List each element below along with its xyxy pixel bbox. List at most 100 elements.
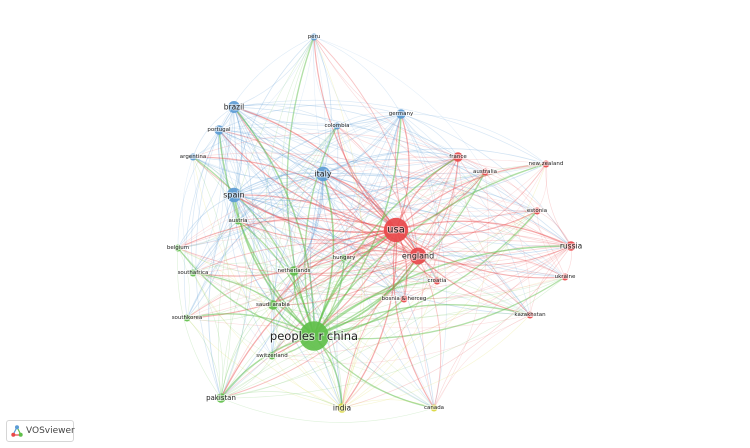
node-brazil[interactable] [228, 101, 240, 113]
label-india: india [333, 404, 351, 413]
node-croatia[interactable] [433, 277, 441, 285]
link-estonia-england [417, 210, 538, 257]
link-colombia-peoples-china [304, 125, 338, 337]
link-germany-hungary [343, 113, 402, 259]
link-colombia-netherlands [293, 125, 338, 272]
node-peoples-china[interactable] [299, 321, 329, 351]
link-new-zealand-england [417, 163, 547, 257]
link-france-kazakhstan [457, 156, 531, 316]
link-saudi-arabia-pakistan [220, 304, 274, 399]
node-austria[interactable] [234, 217, 242, 225]
link-australia-pakistan [220, 171, 486, 399]
link-colombia-saudi-arabia [272, 125, 338, 306]
link-austria-pakistan [220, 220, 247, 399]
node-usa[interactable] [383, 217, 409, 243]
node-estonia[interactable] [533, 207, 541, 215]
link-new-zealand-estonia [536, 163, 548, 212]
node-south-korea[interactable] [183, 314, 191, 322]
node-india[interactable] [337, 403, 347, 413]
label-germany: germany [389, 111, 414, 117]
link-italy-new-zealand [322, 148, 547, 175]
node-pakistan[interactable] [216, 393, 226, 403]
link-australia-kazakhstan [484, 171, 531, 316]
link-ukraine-pakistan [220, 276, 566, 399]
link-brazil-france [233, 103, 459, 158]
link-new-zealand-hungary [343, 163, 547, 259]
node-colombia[interactable] [333, 122, 341, 130]
node-bosnia[interactable] [400, 295, 408, 303]
link-switzerland-pakistan [220, 355, 273, 399]
link-brazil-ukraine [233, 106, 566, 278]
link-south-africa-switzerland [192, 272, 273, 357]
link-south-korea-india [186, 317, 343, 409]
link-peru-italy [313, 36, 332, 175]
node-canada[interactable] [430, 404, 438, 412]
link-italy-switzerland [270, 173, 324, 357]
node-south-africa[interactable] [189, 269, 197, 277]
node-switzerland[interactable] [268, 352, 276, 360]
link-brazil-england [233, 106, 419, 257]
link-switzerland-india [271, 355, 343, 409]
link-bosnia-pakistan [220, 298, 405, 399]
link-usa-india [341, 229, 398, 409]
node-peru[interactable] [310, 33, 318, 41]
link-portugal-usa [218, 129, 397, 231]
node-kazakhstan[interactable] [526, 311, 534, 319]
link-portugal-croatia [218, 129, 438, 282]
link-portugal-switzerland [218, 129, 275, 357]
node-spain[interactable] [226, 187, 242, 203]
node-netherlands[interactable] [289, 266, 299, 276]
node-russia[interactable] [566, 241, 576, 251]
link-bosnia-saudi-arabia [272, 298, 405, 315]
link-italy-south-korea [186, 173, 324, 319]
link-bosnia-india [341, 298, 405, 409]
node-england[interactable] [409, 247, 427, 265]
link-kazakhstan-netherlands [293, 265, 531, 316]
link-saudi-arabia-canada [272, 304, 435, 409]
link-colombia-india [336, 125, 366, 409]
link-peru-australia [313, 36, 486, 173]
node-portugal[interactable] [214, 125, 224, 135]
network-nodes [174, 33, 576, 413]
node-new-zealand[interactable] [542, 160, 550, 168]
link-portugal-saudi-arabia [218, 129, 274, 306]
node-saudi-arabia[interactable] [268, 300, 278, 310]
node-germany[interactable] [396, 109, 406, 119]
link-ukraine-england [417, 250, 566, 278]
node-italy[interactable] [315, 166, 331, 182]
link-spain-pakistan [208, 194, 235, 399]
node-france[interactable] [453, 152, 463, 162]
link-russia-canada [433, 245, 572, 409]
link-germany-saudi-arabia [272, 113, 402, 306]
node-belgium[interactable] [174, 244, 182, 252]
link-australia-saudi-arabia [272, 171, 486, 306]
link-ukraine-peoples-china [313, 276, 566, 340]
link-australia-england [417, 171, 486, 257]
link-pakistan-india [220, 391, 343, 409]
link-england-switzerland [271, 255, 419, 357]
link-portugal-argentina [192, 129, 220, 158]
link-austria-hungary [237, 220, 345, 259]
link-austria-peoples-china [237, 220, 315, 337]
link-spain-peoples-china [233, 194, 315, 337]
label-russia: russia [560, 242, 582, 251]
link-estonia-saudi-arabia [272, 210, 538, 306]
label-usa: usa [387, 225, 405, 236]
link-italy-india [309, 173, 343, 409]
link-portugal-germany [218, 104, 402, 131]
link-estonia-austria [237, 188, 538, 222]
link-spain-saudi-arabia [233, 194, 274, 306]
link-colombia-south-africa [192, 125, 338, 274]
link-brazil-belgium [177, 106, 235, 249]
label-switzerland: switzerland [256, 353, 287, 359]
label-ukraine: ukraine [555, 274, 576, 280]
node-ukraine[interactable] [561, 273, 569, 281]
link-usa-kazakhstan [395, 229, 531, 316]
link-kazakhstan-saudi-arabia [272, 286, 531, 316]
node-hungary[interactable] [340, 254, 348, 262]
link-germany-canada [400, 113, 447, 409]
node-australia[interactable] [481, 168, 489, 176]
link-kazakhstan-switzerland [271, 314, 531, 364]
link-colombia-pakistan [220, 125, 338, 399]
node-argentina[interactable] [189, 153, 197, 161]
